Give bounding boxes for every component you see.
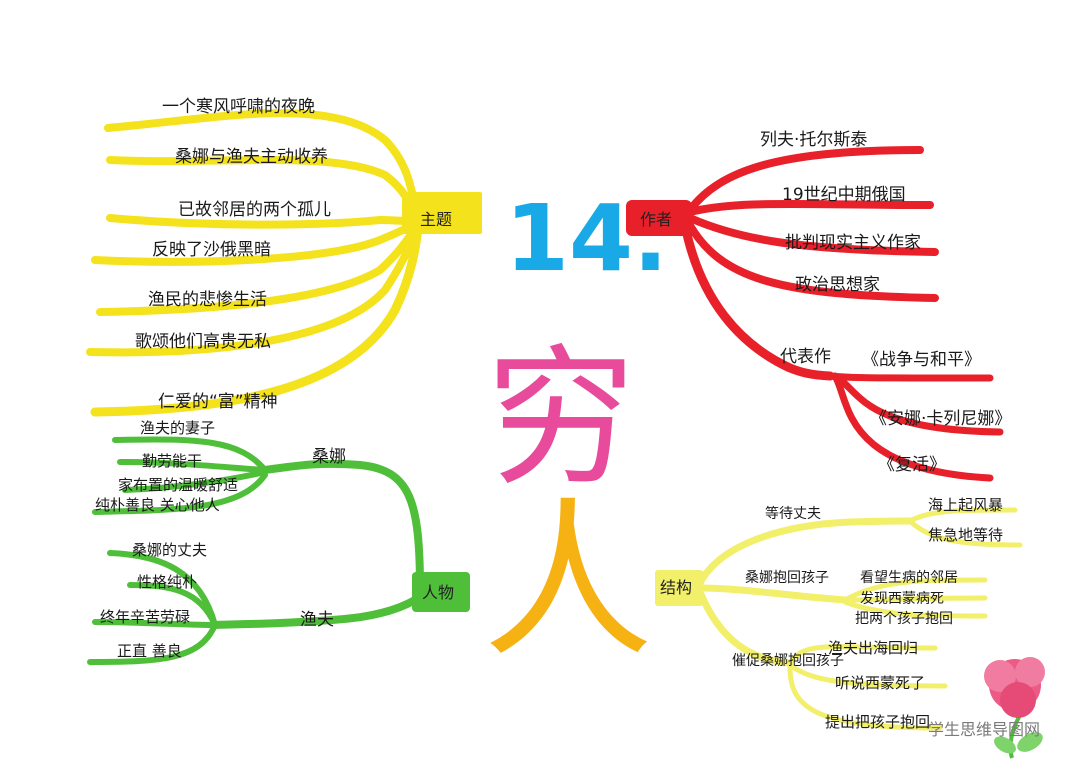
structure-wait-items: 海上起风暴 焦急地等待: [928, 496, 1003, 544]
center-char2: 人: [483, 483, 653, 681]
structure-label: 结构: [660, 578, 692, 597]
center-char1: 穷: [486, 332, 636, 506]
center-number: 14.: [505, 185, 668, 292]
structure-branch: [696, 507, 1023, 731]
characters-box: [412, 572, 470, 612]
author-work: 《战争与和平》: [862, 350, 981, 370]
theme-item: 反映了沙俄黑暗: [152, 240, 271, 260]
sangna-item: 勤劳能干: [142, 452, 202, 470]
sangna-items: 渔夫的妻子 勤劳能干 家布置的温暖舒适 纯朴善良 关心他人: [95, 419, 238, 514]
theme-item: 桑娜与渔夫主动收养: [175, 147, 328, 167]
watermark: 学生思维导图网: [928, 720, 1040, 739]
author-works-label: 代表作: [780, 347, 831, 367]
structure-hold-label: 桑娜抱回孩子: [745, 570, 829, 586]
fisherman-item: 性格纯朴: [137, 573, 197, 591]
structure-adopt-items: 渔夫出海回归 听说西蒙死了 提出把孩子抱回: [825, 639, 930, 731]
structure-box: [655, 570, 703, 606]
author-item: 列夫·托尔斯泰: [760, 130, 867, 150]
fisherman-label: 渔夫: [300, 610, 334, 630]
author-branch: [680, 146, 1004, 482]
author-item: 政治思想家: [795, 275, 880, 295]
structure-adopt-item: 听说西蒙死了: [835, 674, 925, 692]
author-box: [626, 200, 692, 236]
structure-hold-item: 把两个孩子抱回: [855, 611, 953, 627]
theme-item: 仁爱的“富”精神: [158, 392, 278, 412]
author-item: 批判现实主义作家: [785, 233, 921, 253]
structure-hold-items: 看望生病的邻居 发现西蒙病死 把两个孩子抱回: [855, 570, 958, 627]
flower-icon: [984, 657, 1045, 759]
structure-hold-item: 发现西蒙病死: [860, 591, 944, 607]
author-items: 列夫·托尔斯泰 19世纪中期俄国 批判现实主义作家 政治思想家 代表作 《战争与…: [760, 130, 1011, 475]
fisherman-items: 桑娜的丈夫 性格纯朴 终年辛苦劳碌 正直 善良: [100, 541, 207, 660]
fisherman-item: 桑娜的丈夫: [132, 541, 207, 559]
theme-label: 主题: [420, 210, 452, 229]
structure-adopt-label-text: 催促桑娜抱回孩子: [732, 653, 844, 669]
author-work: 《安娜·卡列尼娜》: [870, 409, 1011, 429]
sangna-label: 桑娜: [312, 447, 346, 467]
structure-hold-item: 看望生病的邻居: [860, 570, 958, 586]
fisherman-item: 正直 善良: [117, 642, 182, 660]
author-work: 《复活》: [878, 455, 946, 475]
theme-item: 一个寒风呼啸的夜晚: [162, 97, 315, 117]
theme-item: 歌颂他们高贵无私: [135, 332, 271, 352]
theme-item: 渔民的悲惨生活: [148, 290, 267, 310]
sangna-item: 渔夫的妻子: [140, 419, 215, 437]
sangna-item: 纯朴善良 关心他人: [95, 496, 220, 514]
fisherman-item: 终年辛苦劳碌: [100, 608, 190, 626]
structure-wait-label: 等待丈夫: [765, 505, 821, 522]
characters-branch: [87, 436, 424, 665]
author-label: 作者: [640, 210, 672, 229]
structure-adopt-item: 渔夫出海回归: [828, 639, 918, 657]
characters-label: 人物: [422, 583, 454, 602]
theme-items: 一个寒风呼啸的夜晚 桑娜与渔夫主动收养 已故邻居的两个孤儿 反映了沙俄黑暗 渔民…: [135, 97, 331, 412]
author-item: 19世纪中期俄国: [782, 185, 906, 205]
structure-wait-item: 焦急地等待: [928, 526, 1003, 544]
theme-branch: [86, 109, 424, 417]
structure-adopt-item: 提出把孩子抱回: [825, 713, 930, 731]
sangna-item: 家布置的温暖舒适: [118, 476, 238, 494]
theme-item: 已故邻居的两个孤儿: [178, 200, 331, 220]
structure-adopt-label: 催促桑娜抱回孩子: [732, 653, 844, 669]
theme-box: [402, 192, 482, 234]
structure-wait-item: 海上起风暴: [928, 496, 1003, 514]
